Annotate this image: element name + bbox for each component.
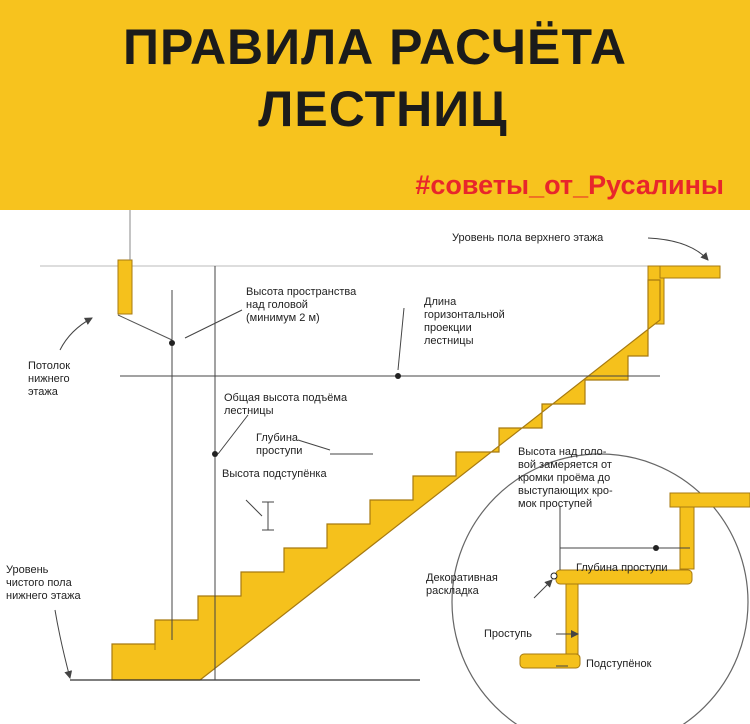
label-horizontal-projection: Длина горизонтальной проекции лестницы (424, 296, 505, 347)
detail-top-tread (669, 492, 750, 508)
label-detail-tread: Проступь (484, 628, 532, 640)
label-lower-ceiling: Потолок нижнего этажа (28, 360, 71, 398)
label-tread-depth: Глубина проступи (256, 432, 303, 457)
label-detail-headroom-note: Высота над голо- вой замеряется от кромк… (518, 446, 613, 510)
headroom-line (117, 314, 173, 341)
stair-diagram-panel: Уровень пола верхнего этажа Высота прост… (0, 210, 750, 724)
detail-riser (565, 583, 579, 655)
label-detail-nosing: Декоративная раскладка (426, 572, 498, 597)
label-riser-height: Высота подступёнка (222, 468, 327, 480)
detail-stairs (519, 492, 750, 669)
step-lines (112, 379, 628, 650)
title-line-1: ПРАВИЛА РАСЧЁТА (123, 19, 627, 75)
hashtag: #советы_от_Русалины (415, 170, 724, 200)
upper-floor-slab (659, 265, 721, 279)
ceiling-joist (117, 259, 133, 315)
label-detail-tread-depth: Глубина проступи (576, 562, 668, 574)
label-detail-riser: Подступёнок (586, 658, 652, 670)
label-total-rise: Общая высота подъёма лестницы (224, 392, 348, 417)
stair-diagram (40, 210, 750, 724)
label-headroom: Высота пространства над головой (минимум… (246, 286, 357, 324)
title-line-2: ЛЕСТНИЦ (258, 81, 508, 137)
label-lower-floor-level: Уровень чистого пола нижнего этажа (6, 564, 81, 602)
label-upper-floor-level: Уровень пола верхнего этажа (452, 232, 604, 244)
